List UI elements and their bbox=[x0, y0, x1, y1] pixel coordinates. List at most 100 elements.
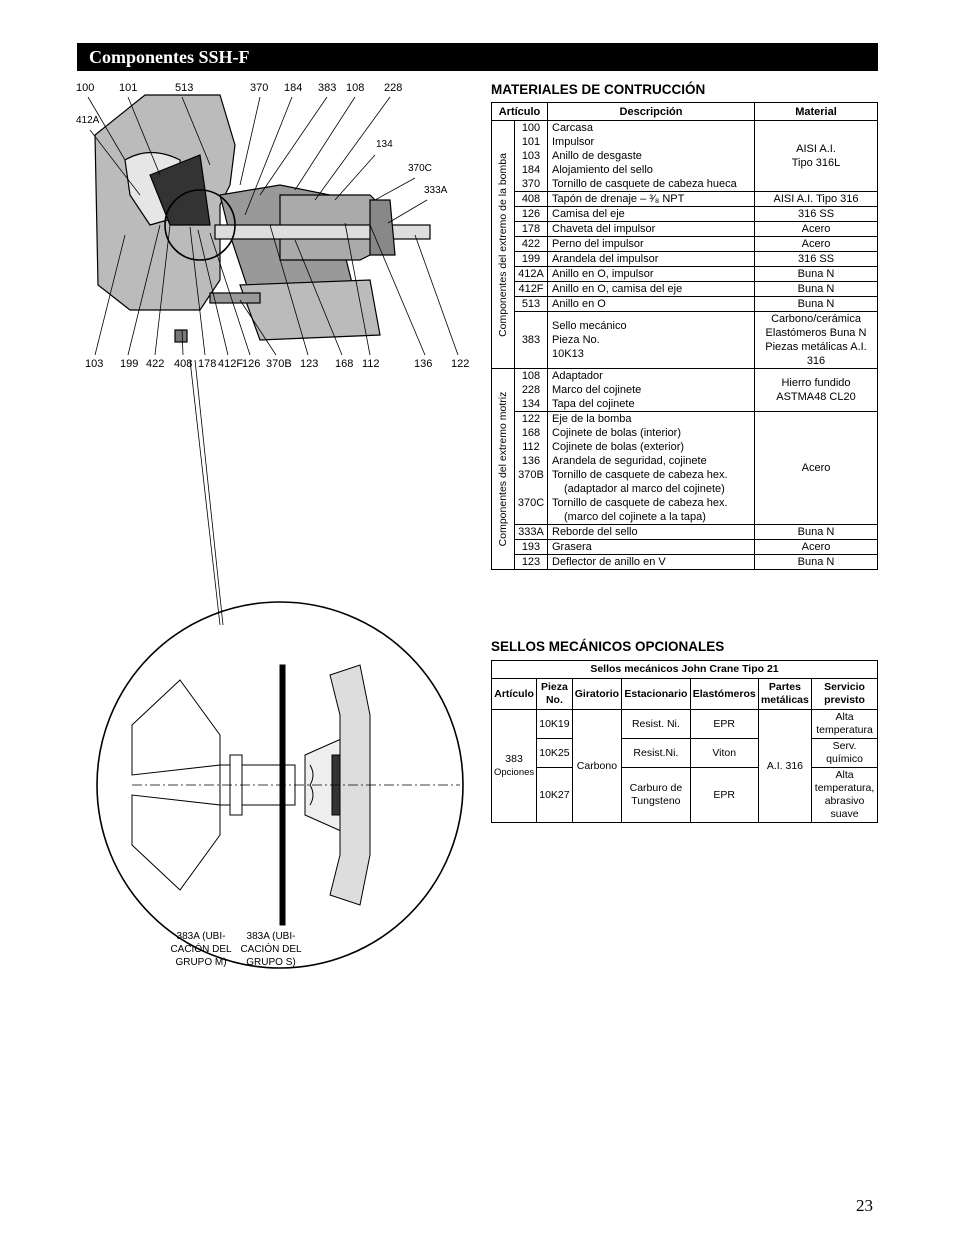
group-label-text: Componentes del extremo motriz bbox=[497, 391, 509, 547]
callout-168: 168 bbox=[335, 358, 354, 370]
callout-412f: 412F bbox=[218, 358, 244, 370]
material-line: AISI A.I. bbox=[796, 143, 836, 155]
description-line: Anillo en O, camisa del eje bbox=[552, 283, 683, 295]
description-line: Anillo en O bbox=[552, 298, 606, 310]
seals-header: Giratorio bbox=[571, 678, 623, 710]
item-number: 383 bbox=[521, 334, 541, 346]
item-number: 412F bbox=[518, 283, 544, 295]
item-number: 168 bbox=[521, 427, 541, 439]
seal-elastomer: EPR bbox=[689, 767, 759, 823]
item-number: 333A bbox=[518, 526, 544, 538]
item-material: Acero bbox=[754, 221, 878, 237]
callout-126: 126 bbox=[242, 358, 261, 370]
item-material: Buna N bbox=[754, 554, 878, 570]
callout-136: 136 bbox=[414, 358, 433, 370]
description-line: Sello mecánico bbox=[552, 320, 627, 332]
callout-408: 408 bbox=[174, 358, 193, 370]
material-line: Buna N bbox=[797, 283, 835, 295]
pump-cross-section-drawing: 100 101 513 370 184 383 108 228 412A 134… bbox=[70, 75, 480, 1010]
seal-service: Alta temperatura, abrasivo suave bbox=[811, 767, 878, 823]
material-line: Carbono/cerámica bbox=[771, 313, 861, 325]
header-material: Material bbox=[754, 102, 878, 121]
item-material: 316 SS bbox=[754, 251, 878, 267]
item-material: Acero bbox=[754, 236, 878, 252]
description-line: Impulsor bbox=[552, 136, 595, 148]
header-description: Descripción bbox=[547, 102, 755, 121]
item-number bbox=[515, 510, 547, 524]
item-number: 123 bbox=[521, 556, 541, 568]
callout-513: 513 bbox=[175, 82, 194, 94]
description-line: Perno del impulsor bbox=[552, 238, 644, 250]
item-material: 316 SS bbox=[754, 206, 878, 222]
item-description: Anillo en O, impulsor bbox=[547, 266, 755, 282]
material-line: 316 SS bbox=[797, 253, 835, 265]
table-row: 10K27 Carburo de Tungsteno EPR Alta temp… bbox=[492, 767, 878, 823]
description-line: (marco del cojinete a la tapa) bbox=[564, 511, 706, 523]
seal-part: 10K27 bbox=[536, 767, 573, 823]
material-line: Acero bbox=[801, 541, 831, 553]
item-number: 370B bbox=[518, 469, 544, 481]
item-number: 101 bbox=[521, 136, 541, 148]
callout-370c: 370C bbox=[408, 163, 432, 174]
item-numbers: 422 bbox=[514, 236, 548, 252]
item-numbers: 513 bbox=[514, 296, 548, 312]
callout-199: 199 bbox=[120, 358, 139, 370]
seals-table-title: Sellos mecánicos John Crane Tipo 21 bbox=[491, 660, 878, 679]
item-number: 122 bbox=[521, 413, 541, 425]
item-numbers: 412A bbox=[514, 266, 548, 282]
seal-stationary: Resist. Ni. bbox=[621, 709, 691, 739]
item-description: Chaveta del impulsor bbox=[547, 221, 755, 237]
group-label: Componentes del extremo motriz bbox=[491, 368, 515, 570]
table-row: 513 Anillo en O Buna N bbox=[492, 296, 878, 312]
seal-part: 10K25 bbox=[536, 738, 573, 768]
item-number: 408 bbox=[521, 193, 541, 205]
callout-370b: 370B bbox=[266, 358, 292, 370]
description-line: Chaveta del impulsor bbox=[552, 223, 656, 235]
item-material: Buna N bbox=[754, 281, 878, 297]
callout-333a: 333A bbox=[424, 185, 448, 196]
item-numbers: 408 bbox=[514, 191, 548, 207]
callout-100: 100 bbox=[76, 82, 95, 94]
callout-178: 178 bbox=[198, 358, 217, 370]
description-line: Grasera bbox=[552, 541, 592, 553]
callout-422: 422 bbox=[146, 358, 165, 370]
description-line: Cojinete de bolas (exterior) bbox=[552, 441, 685, 453]
seal-stationary: Resist.Ni. bbox=[621, 738, 691, 768]
material-line: Acero bbox=[801, 462, 831, 474]
item-number: 100 bbox=[521, 122, 541, 134]
item-description: Anillo en O, camisa del eje bbox=[547, 281, 755, 297]
seal-service: Alta temperatura bbox=[811, 709, 878, 739]
seals-title: SELLOS MECÁNICOS OPCIONALES bbox=[491, 639, 725, 654]
item-number: 370C bbox=[517, 497, 545, 509]
material-line: Buna N bbox=[797, 556, 835, 568]
description-line: (adaptador al marco del cojinete) bbox=[564, 483, 725, 495]
table-row: 10K25 Resist.Ni. Viton Serv. químico bbox=[492, 738, 878, 768]
table-row: 422 Perno del impulsor Acero bbox=[492, 236, 878, 252]
description-line: Arandela del impulsor bbox=[552, 253, 659, 265]
description-line: Alojamiento del sello bbox=[552, 164, 653, 176]
item-number: 134 bbox=[521, 398, 541, 410]
callout-103: 103 bbox=[85, 358, 104, 370]
group-label: Componentes del extremo de la bomba bbox=[491, 120, 515, 369]
item-material: Buna N bbox=[754, 296, 878, 312]
description-line: Marco del cojinete bbox=[552, 384, 642, 396]
materials-table: Artículo Descripción Material Componente… bbox=[491, 102, 878, 570]
seal-stationary: Carburo de Tungsteno bbox=[621, 767, 691, 823]
